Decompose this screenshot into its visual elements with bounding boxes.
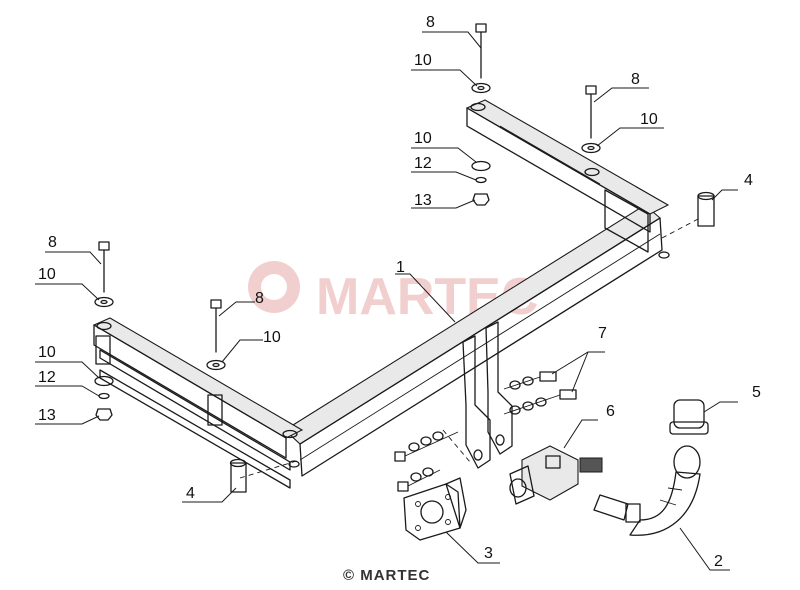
bolt-8-left <box>98 241 110 293</box>
socket-plate <box>403 477 467 541</box>
label-12-left: 12 <box>38 369 56 386</box>
hook-mount-plates <box>462 321 513 469</box>
label-6: 6 <box>606 403 615 420</box>
label-8-mid: 8 <box>255 290 264 307</box>
label-2: 2 <box>714 553 723 570</box>
left-side-bracket <box>92 317 304 489</box>
socket-bolts <box>394 431 459 492</box>
label-10-top: 10 <box>414 52 432 69</box>
label-8-right: 8 <box>631 71 640 88</box>
label-4-left: 4 <box>186 485 195 502</box>
label-4-right: 4 <box>744 172 753 189</box>
right-side-bracket <box>465 99 670 259</box>
label-10-left: 10 <box>38 266 56 283</box>
label-10-right-lower: 10 <box>414 130 432 147</box>
label-10-left-lower: 10 <box>38 344 56 361</box>
assembly-lines <box>239 217 701 479</box>
label-8-top: 8 <box>426 14 435 31</box>
ball-cover <box>669 399 709 435</box>
copyright-text: © MARTEC <box>343 567 430 584</box>
spacer-tube-left <box>229 458 247 493</box>
main-crossbar <box>284 204 663 477</box>
electrical-socket <box>509 445 603 505</box>
label-8-left: 8 <box>48 234 57 251</box>
label-10-right: 10 <box>640 111 658 128</box>
part-labels: 8 10 8 10 10 12 13 4 8 10 8 10 10 12 13 … <box>38 14 761 570</box>
label-7: 7 <box>598 325 607 342</box>
label-13-right: 13 <box>414 192 432 209</box>
spacer-tube-right <box>697 191 715 227</box>
bolt-8-right <box>585 85 597 139</box>
label-12-right: 12 <box>414 155 432 172</box>
hook-bolts-7 <box>503 371 577 415</box>
tow-ball-assembly <box>593 445 701 536</box>
bolt-8-top <box>475 23 487 79</box>
label-10-mid: 10 <box>263 329 281 346</box>
label-13-left: 13 <box>38 407 56 424</box>
label-1: 1 <box>396 259 405 276</box>
leader-lines <box>35 31 738 571</box>
label-5: 5 <box>752 384 761 401</box>
label-3: 3 <box>484 545 493 562</box>
bolt-8-mid <box>210 299 222 353</box>
